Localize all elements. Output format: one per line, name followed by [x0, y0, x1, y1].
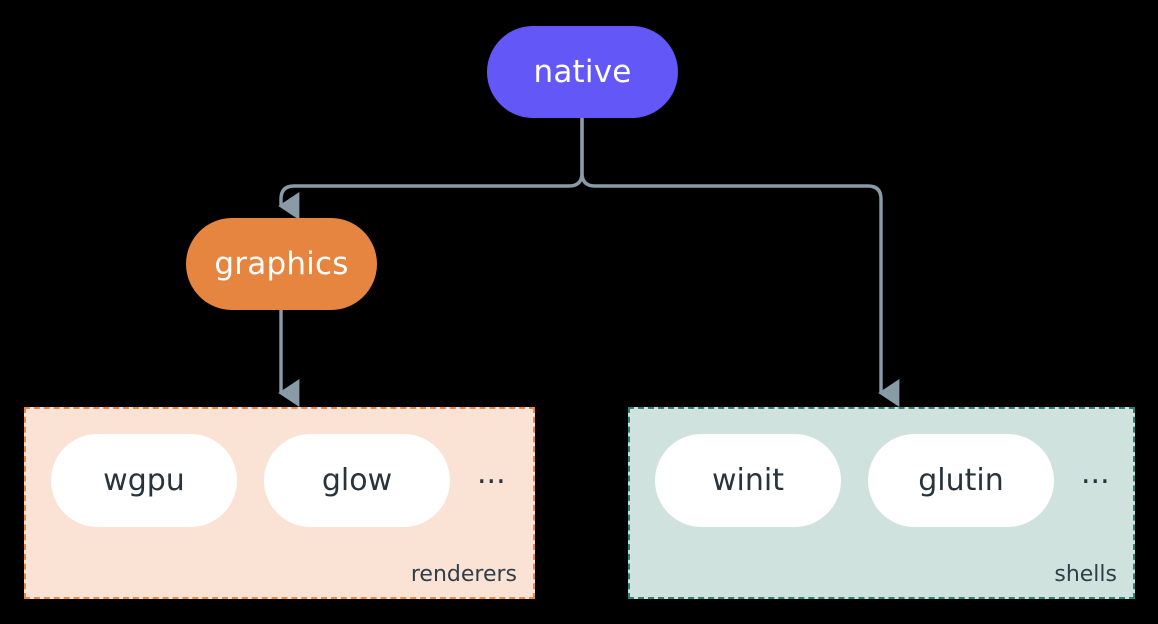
node-native-label: native — [533, 53, 632, 90]
pill-glow[interactable]: glow — [264, 434, 450, 527]
node-graphics-label: graphics — [214, 245, 349, 282]
pill-winit[interactable]: winit — [655, 434, 841, 527]
group-renderers: wgpu glow ... renderers — [24, 407, 535, 599]
pill-winit-label: winit — [712, 462, 784, 498]
group-renderers-items: wgpu glow ... — [26, 409, 533, 527]
pill-glow-label: glow — [321, 462, 393, 498]
renderers-overflow-ellipsis: ... — [477, 455, 506, 491]
edge-native-to-shells — [580, 118, 900, 407]
pill-glutin-label: glutin — [918, 462, 1004, 498]
group-shells-items: winit glutin ... — [630, 409, 1133, 527]
pill-glutin[interactable]: glutin — [868, 434, 1054, 527]
group-shells-label: shells — [1054, 562, 1117, 587]
shells-overflow-ellipsis: ... — [1081, 455, 1110, 491]
group-renderers-label: renderers — [410, 562, 517, 587]
group-shells: winit glutin ... shells — [628, 407, 1135, 599]
node-native[interactable]: native — [487, 26, 678, 118]
edge-native-to-graphics — [278, 118, 584, 220]
node-graphics[interactable]: graphics — [186, 218, 377, 310]
pill-wgpu-label: wgpu — [103, 462, 185, 498]
pill-wgpu[interactable]: wgpu — [51, 434, 237, 527]
